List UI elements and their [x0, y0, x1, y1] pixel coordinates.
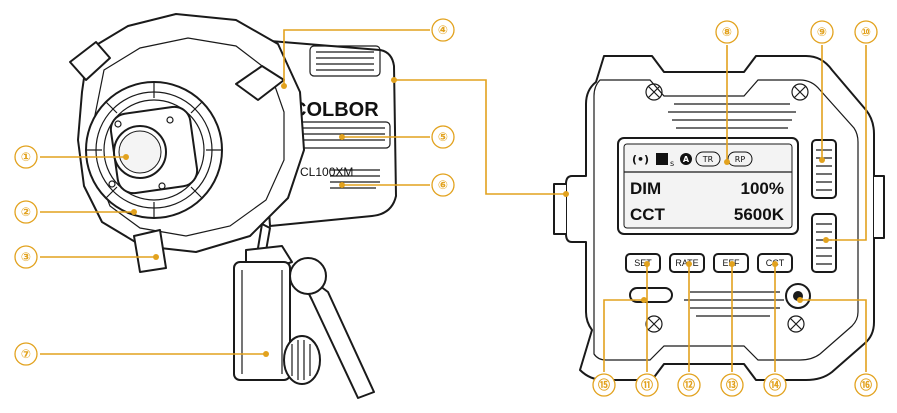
bottom-mesh — [684, 291, 784, 317]
callout-11: ⑪ — [641, 377, 653, 392]
callout-15: ⑮ — [598, 377, 610, 392]
side-clip-right — [874, 175, 885, 239]
svg-text:A: A — [683, 155, 690, 164]
bottom-screws — [645, 315, 805, 333]
fan-suffix: s — [670, 159, 674, 168]
lcd-row2-value: 5600K — [734, 205, 785, 224]
callout-4: ④ — [438, 23, 448, 37]
callout-6: ⑥ — [438, 178, 448, 192]
dial-bottom[interactable] — [811, 213, 837, 273]
yoke-stand — [233, 223, 375, 399]
bottom-vent — [330, 169, 380, 189]
callout-5: ⑤ — [438, 130, 448, 144]
callout-3: ③ — [21, 250, 31, 264]
cob-led — [108, 105, 199, 195]
model-label: CL100XM — [300, 165, 353, 179]
rp-badge: RP — [735, 155, 746, 164]
umbrella-mount — [233, 261, 291, 381]
lcd-row1-label: DIM — [630, 179, 661, 198]
callout-9: ⑨ — [817, 25, 827, 39]
callout-8: ⑧ — [722, 25, 732, 39]
fan-icon — [656, 153, 668, 165]
callout-2: ② — [21, 205, 31, 219]
lcd-row1-value: 100% — [741, 179, 784, 198]
callout-1: ① — [21, 150, 31, 164]
light-fixture: COLBOR CL100XM — [69, 13, 397, 399]
lcd-screen: (•) s A TR RP DIM 100% CCT 5600K — [617, 137, 799, 235]
slot-indicator[interactable] — [629, 287, 673, 303]
top-screws — [645, 83, 809, 101]
set-button[interactable]: SET — [625, 253, 661, 273]
signal-icon: (•) — [632, 153, 649, 166]
power-button[interactable] — [785, 283, 811, 309]
top-mesh — [668, 103, 796, 129]
dial-top[interactable] — [811, 139, 837, 199]
callout-lines — [40, 29, 867, 372]
callout-10: ⑩ — [861, 25, 871, 39]
tension-knob — [283, 335, 321, 385]
tr-badge: TR — [702, 155, 714, 164]
top-vent — [309, 45, 381, 77]
mount-clip-top — [69, 41, 111, 81]
a-circle-icon — [680, 153, 692, 165]
set-button-label: SET — [634, 258, 652, 268]
callout-12: ⑫ — [683, 377, 695, 392]
brand-label: COLBOR — [292, 99, 379, 121]
callout-labels: ① ② ③ ④ ⑤ ⑥ ⑦ ⑧ ⑨ ⑩ ⑪ ⑫ ⑬ ⑭ ⑮ ⑯ — [14, 18, 878, 397]
callout-16: ⑯ — [860, 377, 872, 392]
side-clip-left — [553, 183, 566, 235]
callout-13: ⑬ — [726, 377, 738, 392]
callout-7: ⑦ — [21, 347, 31, 361]
mount-lock-lever — [133, 229, 167, 273]
callout-14: ⑭ — [769, 377, 781, 392]
lcd-row2-label: CCT — [630, 205, 666, 224]
